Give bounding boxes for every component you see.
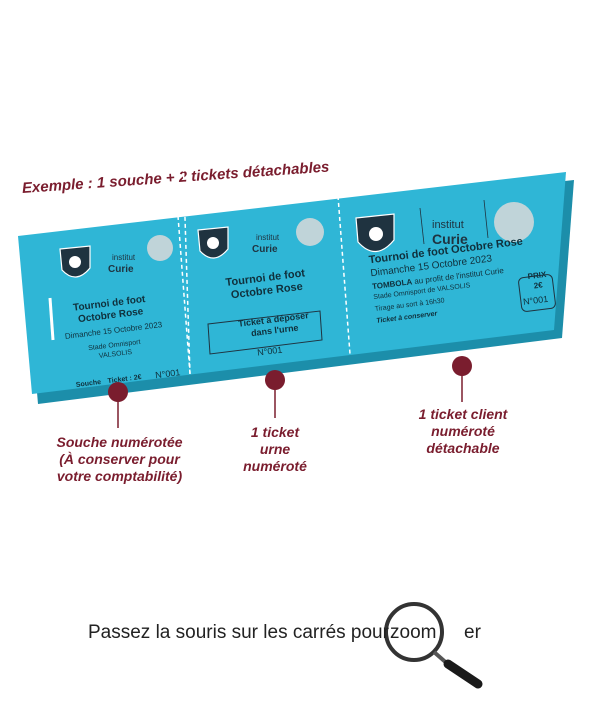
logo-divider-1	[419, 207, 425, 245]
octobre-rose-logo-client	[494, 202, 534, 242]
callout-stub-line2: (À conserver pour	[59, 451, 180, 467]
callout-client-line2: numéroté	[431, 423, 495, 439]
octobre-rose-logo-urn	[296, 218, 324, 246]
ball-icon-client	[369, 227, 383, 241]
magnifier-icon	[384, 602, 483, 689]
institut-logo-urn: institut	[256, 233, 280, 242]
client-price: PRIX 2€	[520, 269, 556, 293]
price-box-frame	[518, 274, 556, 312]
urn-event: Tournoi de foot Octobre Rose	[210, 265, 322, 304]
octobre-rose-logo-stub	[147, 235, 173, 261]
institut-logo-stub: institut	[112, 253, 136, 262]
curie-logo-urn: Curie	[252, 244, 278, 255]
urn-number: N°001	[256, 344, 283, 358]
institut-logo-client: institut	[432, 219, 464, 231]
callout-client-line1: 1 ticket client	[418, 406, 508, 422]
callout-urn-line1: 1 ticket	[250, 424, 300, 440]
urn-box-frame	[207, 310, 323, 355]
urn-box: Ticket à déposer dans l'urne	[221, 308, 327, 343]
club-logo-stub	[59, 245, 91, 278]
callout-client: 1 ticket client numéroté détachable	[404, 406, 522, 457]
perforation-1-line	[177, 215, 191, 375]
callout-dot-middle	[265, 370, 285, 390]
stub-price: Ticket : 2€	[107, 373, 143, 386]
callout-urn-line3: numéroté	[243, 458, 307, 474]
stub-souche: Souche	[75, 378, 102, 389]
perforation-2	[337, 195, 351, 355]
curie-logo-stub: Curie	[108, 264, 134, 275]
logo-divider-2	[483, 199, 489, 239]
callout-urn-line2: urne	[259, 441, 291, 457]
ticket-illustration: institut Curie institut Curie institut C…	[18, 0, 574, 689]
zoom-word: zoom	[390, 622, 437, 643]
zoom-suffix: er	[464, 622, 481, 643]
stub-number: N°001	[154, 367, 181, 381]
ball-icon-urn	[207, 237, 219, 249]
callout-stub: Souche numérotée (À conserver pour votre…	[52, 434, 187, 485]
callout-stub-line1: Souche numérotée	[56, 434, 183, 450]
callout-urn: 1 ticket urne numéroté	[225, 424, 325, 475]
callout-dot-left	[108, 382, 128, 402]
callout-dot-right	[452, 356, 472, 376]
client-number: N°001	[522, 293, 549, 307]
zoom-hint-text: Passez la souris sur les carrés pour	[88, 622, 389, 643]
stub-strip	[48, 297, 55, 341]
callout-client-line3: détachable	[426, 440, 500, 456]
callout-stub-line3: votre comptabilité)	[56, 468, 183, 484]
ticket-face	[18, 172, 566, 394]
curie-logo-client: Curie	[432, 231, 468, 247]
client-keep: Ticket à conserver	[375, 310, 438, 325]
perforation-1	[177, 0, 191, 375]
